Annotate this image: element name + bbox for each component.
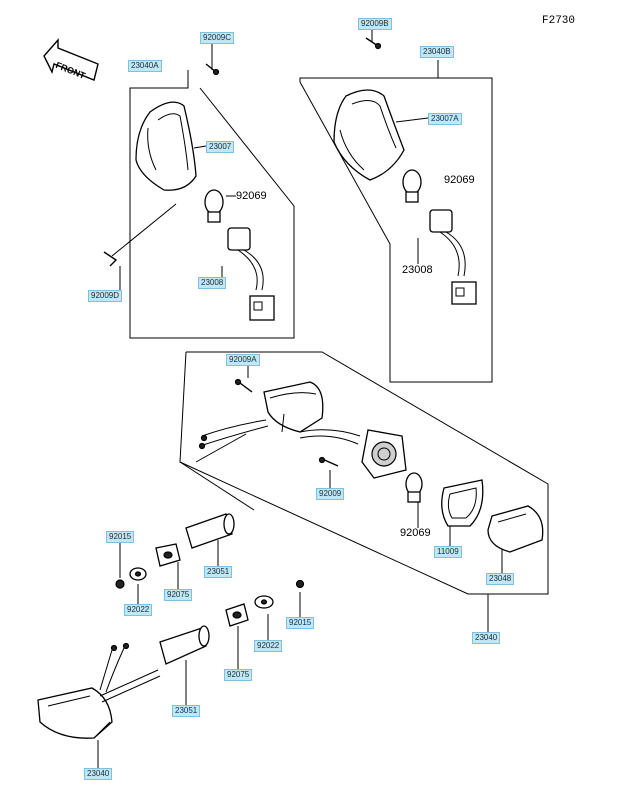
signal-housing-23040-bottom bbox=[37, 642, 161, 739]
part-label-92009C[interactable]: 92009C bbox=[200, 32, 235, 44]
front-arrow-icon bbox=[43, 38, 99, 81]
part-label-92009A[interactable]: 92009A bbox=[226, 354, 260, 366]
part-label-92009D[interactable]: 92009D bbox=[88, 290, 123, 302]
part-label-92009B[interactable]: 92009B bbox=[358, 18, 392, 30]
washer-92022-a-icon bbox=[129, 567, 147, 581]
lens-23048-icon bbox=[487, 505, 544, 553]
stay-23051-a-icon bbox=[185, 513, 235, 549]
nut-92015-a-icon bbox=[115, 579, 125, 589]
part-label-23008-left[interactable]: 23008 bbox=[198, 277, 227, 289]
part-label-92075-b[interactable]: 92075 bbox=[224, 669, 253, 681]
signal-housing-23040 bbox=[198, 381, 361, 450]
socket-mid-icon bbox=[361, 429, 407, 479]
gasket-11009-icon bbox=[441, 479, 484, 527]
part-label-92009[interactable]: 92009 bbox=[316, 488, 345, 500]
part-label-92015-b[interactable]: 92015 bbox=[286, 617, 315, 629]
part-label-23051-b[interactable]: 23051 bbox=[172, 705, 201, 717]
signal-assembly-outline bbox=[179, 351, 549, 595]
bulb-mid-icon bbox=[405, 472, 423, 503]
part-label-92022-b[interactable]: 92022 bbox=[254, 640, 283, 652]
left-lamp-group-outline bbox=[129, 70, 295, 339]
part-label-23007A[interactable]: 23007A bbox=[428, 113, 462, 125]
part-label-23007[interactable]: 23007 bbox=[206, 141, 235, 153]
part-label-23040-bottom[interactable]: 23040 bbox=[84, 768, 113, 780]
part-label-23040-mid[interactable]: 23040 bbox=[472, 632, 501, 644]
part-label-23048[interactable]: 23048 bbox=[486, 573, 515, 585]
screw-92009B-icon bbox=[365, 37, 382, 50]
part-label-92015-a[interactable]: 92015 bbox=[106, 531, 135, 543]
part-label-92069-right[interactable]: 92069 bbox=[444, 174, 475, 186]
screw-92009A-icon bbox=[234, 378, 253, 393]
lens-23007 bbox=[135, 101, 197, 191]
part-label-23040A[interactable]: 23040A bbox=[128, 60, 162, 72]
grommet-92075-a-icon bbox=[155, 543, 181, 567]
screw-92009C-icon bbox=[205, 63, 220, 76]
part-label-92069-mid[interactable]: 92069 bbox=[400, 527, 431, 539]
part-label-92075-a[interactable]: 92075 bbox=[164, 589, 193, 601]
part-label-23040B[interactable]: 23040B bbox=[420, 46, 454, 58]
part-label-23008-right[interactable]: 23008 bbox=[402, 264, 433, 276]
grommet-92075-b-icon bbox=[225, 603, 249, 627]
clip-92009D-icon bbox=[103, 251, 118, 267]
washer-92022-b-icon bbox=[254, 595, 274, 609]
part-label-23051-a[interactable]: 23051 bbox=[204, 566, 233, 578]
bulb-left-icon bbox=[204, 189, 224, 223]
bulb-right-icon bbox=[402, 169, 422, 203]
part-label-92022-a[interactable]: 92022 bbox=[124, 604, 153, 616]
right-lamp-group-outline bbox=[299, 60, 493, 383]
leader-lines bbox=[97, 28, 503, 768]
stay-23051-b-icon bbox=[159, 625, 210, 665]
figure-code: F2730 bbox=[542, 15, 576, 27]
nut-92015-b-icon bbox=[295, 579, 305, 589]
lens-23007A bbox=[333, 89, 405, 181]
socket-right-icon bbox=[429, 209, 477, 305]
part-label-11009[interactable]: 11009 bbox=[434, 546, 462, 558]
screw-92009-icon bbox=[318, 456, 339, 467]
socket-left-icon bbox=[227, 227, 275, 321]
part-label-92069-left[interactable]: 92069 bbox=[236, 190, 267, 202]
